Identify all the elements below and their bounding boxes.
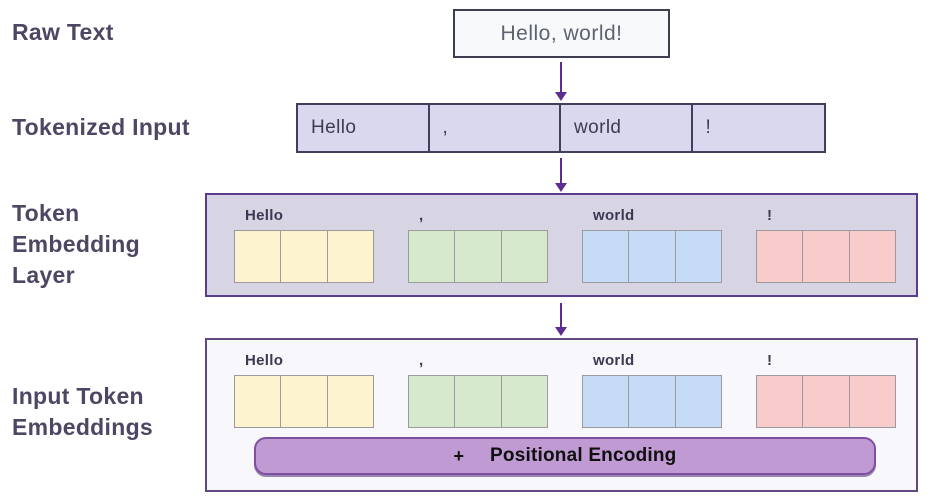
raw-text-box: Hello, world! xyxy=(453,9,670,58)
embedding-cell xyxy=(281,231,328,282)
embedding-group-label: Hello xyxy=(245,207,284,224)
embedding-group-exclamation: ! xyxy=(756,205,896,283)
plus-icon: + xyxy=(453,445,465,466)
embedding-cell xyxy=(409,376,456,427)
token-cell: Hello xyxy=(298,105,430,151)
embedding-cell xyxy=(757,231,804,282)
embedding-group-world: world xyxy=(582,205,722,283)
token-cell: ! xyxy=(705,117,712,138)
embedding-group-label: world xyxy=(593,207,635,224)
tokenized-input-row: Hello , world ! xyxy=(296,103,826,153)
arrow-down-icon xyxy=(555,158,567,192)
input-token-embeddings-label: Input Token Embeddings xyxy=(12,383,154,440)
embedding-group-exclamation: ! xyxy=(756,350,896,428)
embedding-group-label: ! xyxy=(767,352,773,369)
embedding-cell xyxy=(629,376,676,427)
embedding-cell xyxy=(676,231,721,282)
raw-text-value: Hello, world! xyxy=(500,21,623,45)
embedding-group-hello: Hello xyxy=(234,205,374,283)
embedding-cell xyxy=(502,231,547,282)
embedding-vector xyxy=(582,230,722,283)
arrow-down-icon xyxy=(555,303,567,336)
embedding-cell xyxy=(583,231,630,282)
arrow-down-icon xyxy=(555,62,567,101)
embedding-vector xyxy=(408,230,548,283)
positional-encoding-bar: + Positional Encoding xyxy=(254,437,876,475)
embedding-cell xyxy=(455,376,502,427)
embedding-vector xyxy=(408,375,548,428)
embedding-cell xyxy=(328,376,373,427)
embedding-cell xyxy=(803,376,850,427)
embedding-cell xyxy=(235,376,282,427)
token-cell: world xyxy=(561,105,693,151)
raw-text-label: Raw Text xyxy=(12,19,114,45)
embedding-cell xyxy=(629,231,676,282)
embedding-cell xyxy=(502,376,547,427)
token-cell: , xyxy=(430,105,561,151)
token-embedding-layer-panel: Hello , world ! xyxy=(205,193,918,297)
embedding-group-world: world xyxy=(582,350,722,428)
token-embedding-layer-label: Token Embedding Layer xyxy=(12,200,140,288)
embedding-group-label: world xyxy=(593,352,635,369)
embedding-group-comma: , xyxy=(408,205,548,283)
embedding-cell xyxy=(803,231,850,282)
embedding-cell xyxy=(409,231,456,282)
embedding-vector xyxy=(756,375,896,428)
embedding-cell xyxy=(757,376,804,427)
embedding-cell xyxy=(850,376,895,427)
tokenized-input-label: Tokenized Input xyxy=(12,114,190,140)
embedding-vector xyxy=(756,230,896,283)
embedding-group-comma: , xyxy=(408,350,548,428)
embedding-vector xyxy=(582,375,722,428)
embedding-vector xyxy=(234,230,374,283)
embedding-group-label: , xyxy=(419,352,424,369)
embedding-group-label: , xyxy=(419,207,424,224)
embedding-cell xyxy=(281,376,328,427)
input-token-embeddings-panel: Hello , world ! xyxy=(205,338,918,492)
embedding-cell xyxy=(328,231,373,282)
embedding-cell xyxy=(850,231,895,282)
embedding-group-hello: Hello xyxy=(234,350,374,428)
embedding-cell xyxy=(235,231,282,282)
embedding-group-label: ! xyxy=(767,207,773,224)
positional-encoding-label: Positional Encoding xyxy=(490,445,677,466)
embedding-vector xyxy=(234,375,374,428)
embedding-cell xyxy=(583,376,630,427)
embedding-group-label: Hello xyxy=(245,352,284,369)
embedding-cell xyxy=(676,376,721,427)
embedding-cell xyxy=(455,231,502,282)
